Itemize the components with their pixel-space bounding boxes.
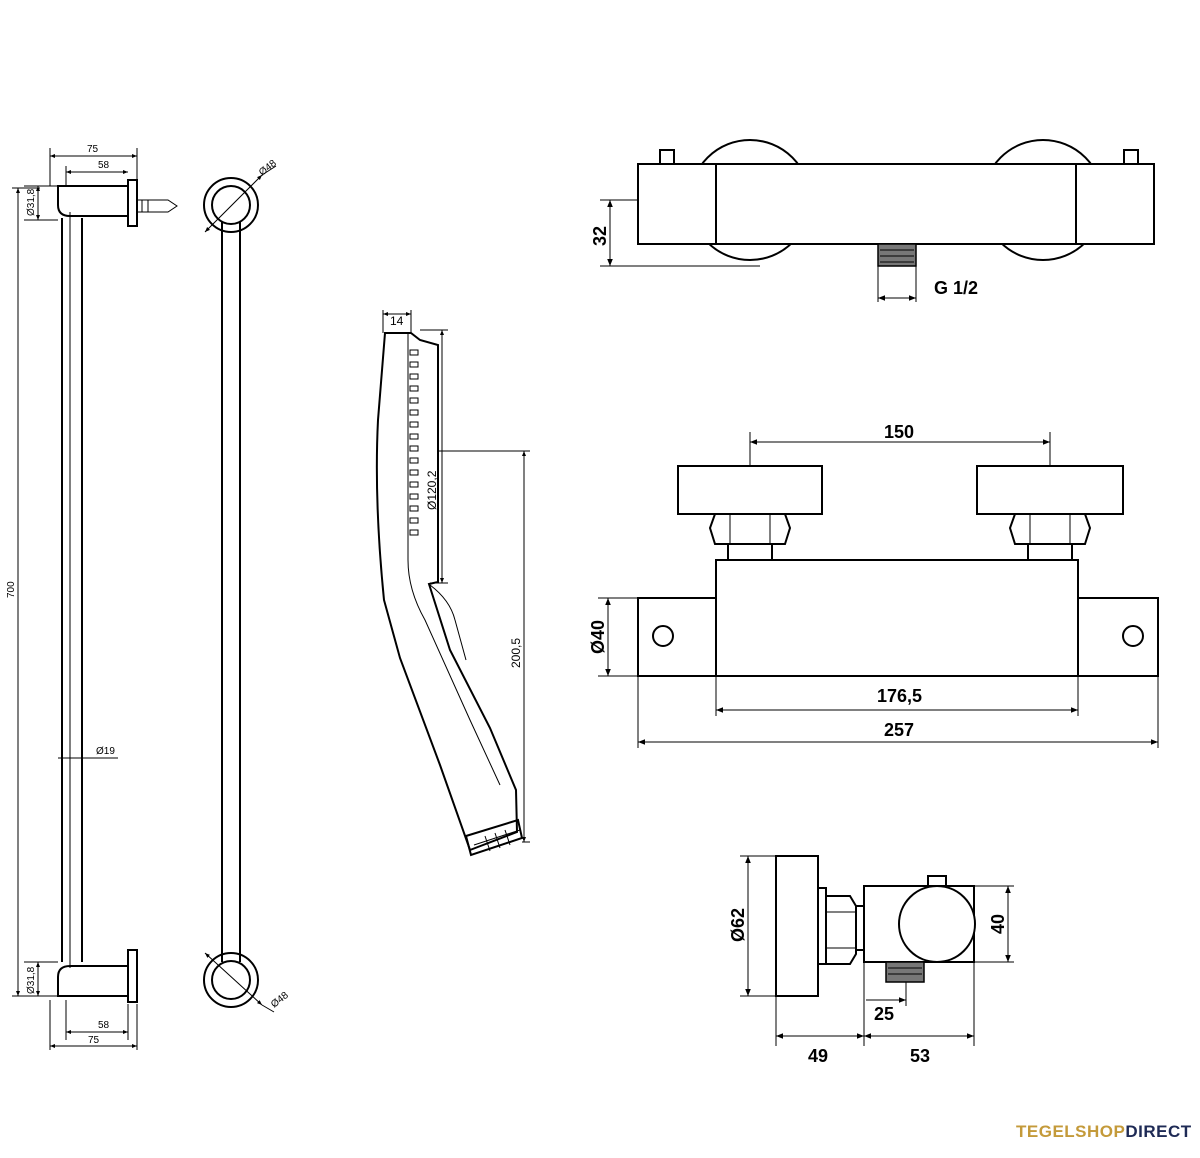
rail-side-view xyxy=(12,148,178,1050)
brand-part-2: DIRECT xyxy=(1125,1122,1192,1141)
thermostat-knob-dia: Ø62 xyxy=(728,908,748,942)
rail-bottom-inner: 58 xyxy=(98,1020,110,1031)
thermostat-center-distance: 150 xyxy=(884,422,914,442)
nozzle-column xyxy=(409,349,419,536)
hand-shower-head-dia: Ø120,2 xyxy=(425,470,439,510)
thermostat-outlet: 25 xyxy=(874,1004,894,1024)
rail-dimension-labels: 75 58 Ø31,8 700 Ø19 Ø31,8 58 75 xyxy=(6,144,115,1046)
rail-bottom-width: 75 xyxy=(88,1035,100,1046)
thermostat-front-height: Ø40 xyxy=(588,620,608,654)
hand-shower-thickness: 14 xyxy=(390,314,404,328)
brand-part-1: TEGELSHOP xyxy=(1016,1122,1126,1141)
thermostat-top-height: 32 xyxy=(590,226,610,246)
thermostat-depth-a: 49 xyxy=(808,1046,828,1066)
rail-front-view xyxy=(203,165,277,1013)
thermostat-depth-b: 53 xyxy=(910,1046,930,1066)
hand-shower-length: 200,5 xyxy=(509,638,523,668)
thermostat-thread: G 1/2 xyxy=(934,278,978,298)
thermostat-side-view xyxy=(740,855,1014,1046)
rail-top-width: 75 xyxy=(87,144,99,155)
thermostat-body-width: 176,5 xyxy=(877,686,922,706)
rail-top-inner: 58 xyxy=(98,160,110,171)
rail-length: 700 xyxy=(6,581,17,598)
rail-tube-dia: Ø19 xyxy=(96,746,115,757)
hand-shower-view xyxy=(375,310,530,857)
thermostat-side-height: 40 xyxy=(988,914,1008,934)
rail-top-bracket-dia: Ø31,8 xyxy=(26,188,37,216)
thermostat-front-view xyxy=(598,432,1159,748)
rail-ring-bottom-dia: Ø48 xyxy=(269,990,291,1011)
brand-logo: TEGELSHOPDIRECT xyxy=(1016,1122,1192,1142)
rail-ring-top-dia: Ø48 xyxy=(257,158,279,179)
thermostat-top-view xyxy=(600,139,1155,302)
rail-bottom-bracket-dia: Ø31,8 xyxy=(26,966,37,994)
thermostat-total-width: 257 xyxy=(884,720,914,740)
